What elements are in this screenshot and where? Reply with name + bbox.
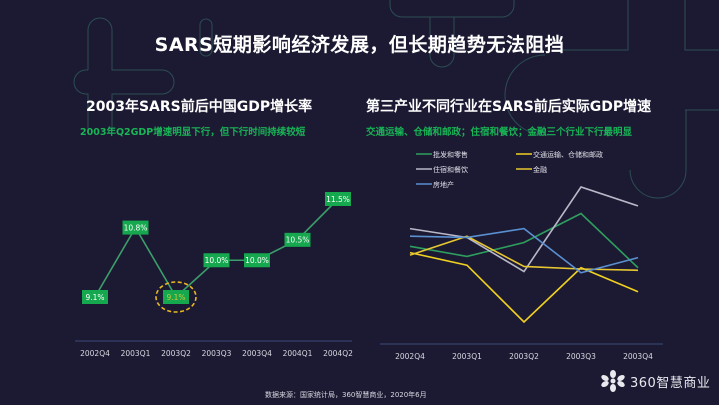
svg-text:9.1%: 9.1% [85, 293, 104, 302]
data-label: 10.0% [203, 253, 230, 268]
legend-item: 批发和零售 [416, 150, 468, 159]
x-tick-label: 2003Q2 [161, 349, 191, 358]
x-tick-label: 2004Q2 [323, 349, 353, 358]
x-tick-label: 2003Q1 [452, 352, 482, 361]
series-line [409, 227, 639, 274]
left-chart-note: 2003年Q2GDP增速明显下行，但下行时间持续较短 [80, 127, 306, 138]
series-line [409, 186, 639, 273]
data-label: 9.1% [82, 290, 108, 304]
data-label: 10.8% [122, 220, 149, 235]
svg-text:10.0%: 10.0% [245, 256, 269, 265]
brand-logo: 360智慧商业 [600, 370, 710, 392]
right-chart-note: 交通运输、仓储和邮政；住宿和餐饮；金融三个行业下行最明显 [366, 127, 633, 138]
data-label: 10.5% [284, 232, 311, 247]
x-tick-label: 2003Q4 [242, 349, 272, 358]
legend-item: 房地产 [416, 180, 454, 189]
svg-text:金融: 金融 [533, 165, 547, 174]
svg-text:11.5%: 11.5% [326, 195, 350, 204]
svg-text:10.8%: 10.8% [124, 223, 148, 232]
legend-item: 住宿和餐饮 [416, 165, 468, 174]
svg-text:批发和零售: 批发和零售 [433, 150, 468, 159]
data-label: 11.5% [325, 192, 351, 206]
x-tick-label: 2002Q4 [80, 349, 110, 358]
highlight-circle [155, 281, 197, 313]
x-tick-label: 2002Q4 [395, 352, 425, 361]
logo-text: 360智慧商业 [630, 375, 711, 391]
series-line [409, 212, 639, 269]
series-line [409, 235, 639, 272]
series-line [409, 251, 639, 324]
x-tick-label: 2003Q4 [623, 352, 653, 361]
data-source-note: 数据来源：国家统计局，360智慧商业，2020年6月 [265, 391, 427, 399]
legend-item: 交通运输、仓储和邮政 [516, 150, 603, 159]
legend-item: 金融 [516, 165, 547, 174]
svg-text:9.1%: 9.1% [166, 293, 185, 302]
x-tick-label: 2003Q1 [121, 349, 151, 358]
svg-text:房地产: 房地产 [433, 180, 454, 189]
svg-text:交通运输、仓储和邮政: 交通运输、仓储和邮政 [533, 150, 603, 159]
x-tick-label: 2003Q2 [509, 352, 539, 361]
x-tick-label: 2003Q3 [202, 349, 232, 358]
data-label: 9.1% [163, 290, 189, 304]
right-chart-title: 第三产业不同行业在SARS前后实际GDP增速 [366, 99, 652, 115]
left-chart-title: 2003年SARS前后中国GDP增长率 [86, 99, 313, 115]
svg-text:10.5%: 10.5% [286, 236, 310, 245]
x-tick-label: 2004Q1 [283, 349, 313, 358]
svg-text:10.0%: 10.0% [205, 256, 229, 265]
x-tick-label: 2003Q3 [566, 352, 596, 361]
flower-logo-icon [601, 370, 625, 392]
data-label: 10.0% [244, 253, 270, 268]
svg-text:住宿和餐饮: 住宿和餐饮 [433, 165, 468, 174]
page-title: SARS短期影响经济发展，但长期趋势无法阻挡 [154, 34, 565, 56]
